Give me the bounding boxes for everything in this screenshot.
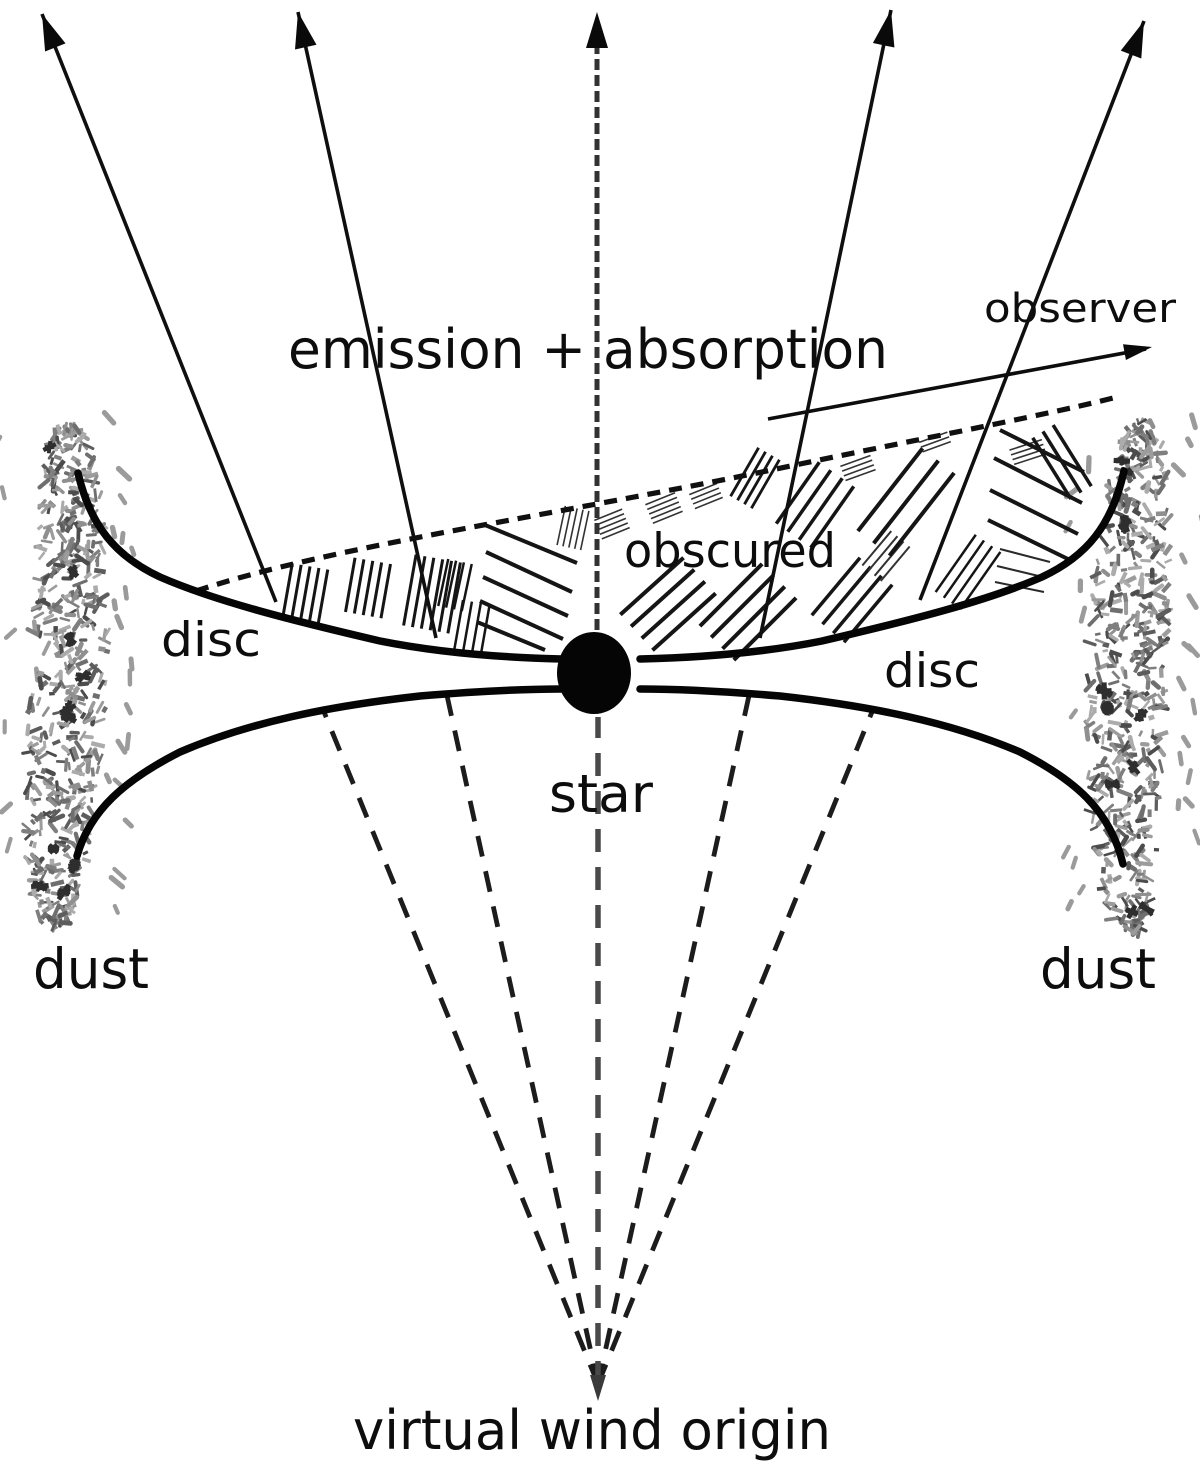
dust-texture bbox=[0, 410, 1200, 939]
label-disc-right: disc bbox=[884, 644, 980, 699]
label-emission-absorption: emission + absorption bbox=[288, 318, 888, 381]
wind-streamlines bbox=[40, 9, 1146, 1401]
disc-surfaces bbox=[73, 467, 1128, 868]
diagram-drawing bbox=[0, 9, 1200, 1401]
label-star: star bbox=[549, 764, 653, 825]
label-observer: observer bbox=[984, 286, 1177, 332]
obscured-hatching bbox=[280, 424, 1093, 662]
obscuration-boundary-dotted-line bbox=[195, 394, 1118, 594]
label-obscured: obscured bbox=[624, 524, 836, 579]
label-dust-left: dust bbox=[33, 937, 149, 1001]
star-symbol-dot bbox=[557, 632, 631, 714]
label-dust-right: dust bbox=[1040, 937, 1156, 1001]
observer-sightline bbox=[767, 344, 1152, 421]
star-symbol bbox=[557, 632, 631, 714]
label-disc-left: disc bbox=[161, 613, 261, 668]
label-virtual-wind-origin: virtual wind origin bbox=[353, 1399, 831, 1462]
